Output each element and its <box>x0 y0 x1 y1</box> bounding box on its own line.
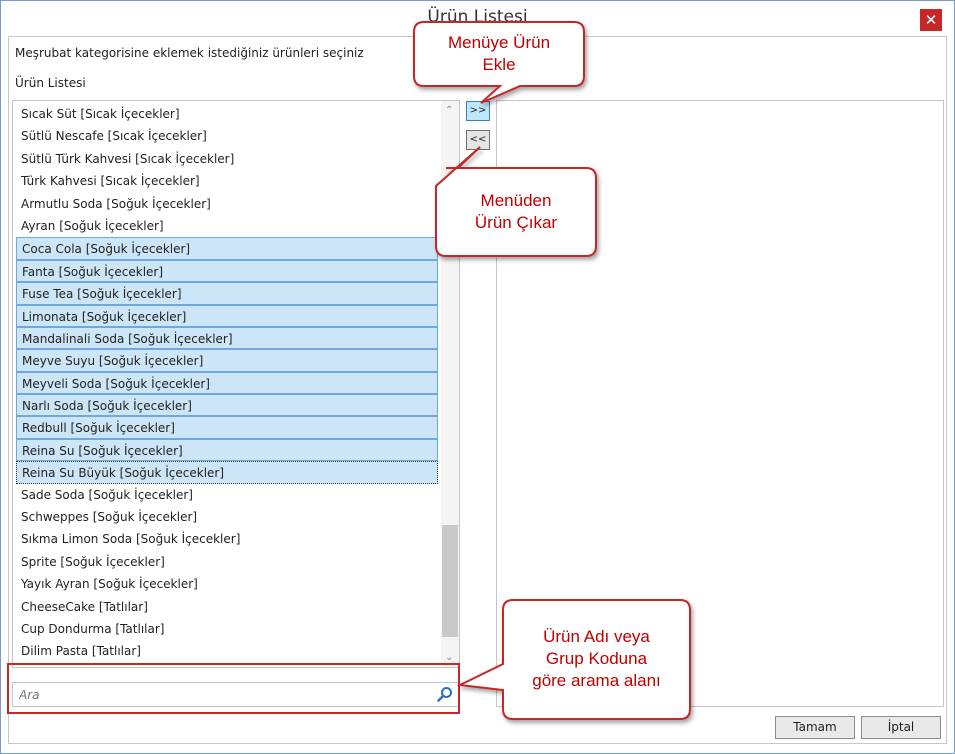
window-title: Ürün Listesi <box>427 7 528 27</box>
search-icon[interactable] <box>437 686 453 702</box>
callout-remove-line: Menüden <box>480 191 552 210</box>
list-item[interactable]: Fuse Tea [Soğuk İçecekler] <box>16 282 438 305</box>
ok-button[interactable]: Tamam <box>775 716 855 739</box>
product-list-label: Ürün Listesi <box>15 76 86 90</box>
list-item[interactable]: Sıkma Limon Soda [Soğuk İçecekler] <box>21 532 241 547</box>
list-item[interactable]: Mandalinali Soda [Soğuk İçecekler] <box>16 326 438 350</box>
callout-add-line: Menüye Ürün <box>447 33 551 52</box>
list-item[interactable]: Redbull [Soğuk İçecekler] <box>16 416 438 439</box>
instruction-text: Meşrubat kategorisine eklemek istediğini… <box>15 46 364 60</box>
list-item[interactable]: Reina Su [Soğuk İçecekler] <box>16 438 438 462</box>
list-item[interactable]: Yayık Ayran [Soğuk İçecekler] <box>21 577 198 592</box>
product-list-items: Sıcak Süt [Sıcak İçecekler] Sütlü Nescafe… <box>16 103 438 668</box>
callout-search-line: göre arama alanı <box>532 671 661 690</box>
list-item[interactable]: Künefe [Tatlılar] <box>16 663 438 668</box>
scroll-thumb[interactable] <box>442 525 458 637</box>
list-item[interactable]: Sıcak Süt [Sıcak İçecekler] <box>21 107 180 121</box>
list-item[interactable]: Narlı Soda [Soğuk İçecekler] <box>16 394 438 417</box>
list-item[interactable]: Meyve Suyu [Soğuk İçecekler] <box>16 349 438 372</box>
callout-remove-text: Menüden Ürün Çıkar <box>436 190 596 234</box>
search-input[interactable] <box>17 685 431 705</box>
callout-search-line: Ürün Adı veya <box>543 627 650 646</box>
list-item[interactable]: Ayran [Soğuk İçecekler] <box>21 218 164 233</box>
search-box[interactable] <box>12 682 460 707</box>
product-list[interactable]: Sıcak Süt [Sıcak İçecekler] Sütlü Nescafe… <box>12 100 460 668</box>
list-item[interactable]: Schweppes [Soğuk İçecekler] <box>21 510 198 525</box>
list-item[interactable]: Sütlü Nescafe [Sıcak İçecekler] <box>21 129 207 144</box>
list-item[interactable]: Cup Dondurma [Tatlılar] <box>21 621 165 636</box>
list-item[interactable]: Coca Cola [Soğuk İçecekler] <box>16 237 438 260</box>
callout-add-text: Menüye Ürün Ekle <box>414 32 584 76</box>
callout-add-line: Ekle <box>482 55 516 74</box>
close-icon: ✕ <box>924 11 938 29</box>
scroll-down-icon[interactable]: ⌄ <box>445 652 454 663</box>
scroll-up-icon[interactable]: ⌃ <box>445 105 454 116</box>
close-button[interactable]: ✕ <box>920 9 942 31</box>
product-list-scrollbar[interactable]: ⌃ ⌄ <box>441 101 459 667</box>
callout-remove-line: Ürün Çıkar <box>474 213 558 232</box>
list-item[interactable]: Türk Kahvesi [Sıcak İçecekler] <box>21 174 200 189</box>
add-to-menu-button[interactable]: >> <box>466 101 490 121</box>
callout-search-text: Ürün Adı veya Grup Koduna göre arama ala… <box>503 626 690 692</box>
list-item[interactable]: Sprite [Soğuk İçecekler] <box>21 554 165 569</box>
list-item[interactable]: Fanta [Soğuk İçecekler] <box>16 259 438 283</box>
list-item[interactable]: Meyveli Soda [Soğuk İçecekler] <box>16 371 438 395</box>
list-item[interactable]: Sütlü Türk Kahvesi [Sıcak İçecekler] <box>21 151 235 166</box>
list-item[interactable]: CheeseCake [Tatlılar] <box>21 599 148 614</box>
callout-search-line: Grup Koduna <box>545 649 648 668</box>
menu-list-label: ...ler <box>520 76 548 90</box>
list-item[interactable]: Armutlu Soda [Soğuk İçecekler] <box>21 196 211 211</box>
search-highlight-frame <box>7 663 460 714</box>
list-item[interactable]: Reina Su Büyük [Soğuk İçecekler] <box>16 461 438 484</box>
cancel-button[interactable]: İptal <box>861 716 941 739</box>
list-item[interactable]: Dilim Pasta [Tatlılar] <box>21 644 141 659</box>
remove-from-menu-button[interactable]: << <box>466 130 490 150</box>
list-item[interactable]: Limonata [Soğuk İçecekler] <box>16 304 438 327</box>
list-item[interactable]: Sade Soda [Soğuk İçecekler] <box>21 487 193 502</box>
